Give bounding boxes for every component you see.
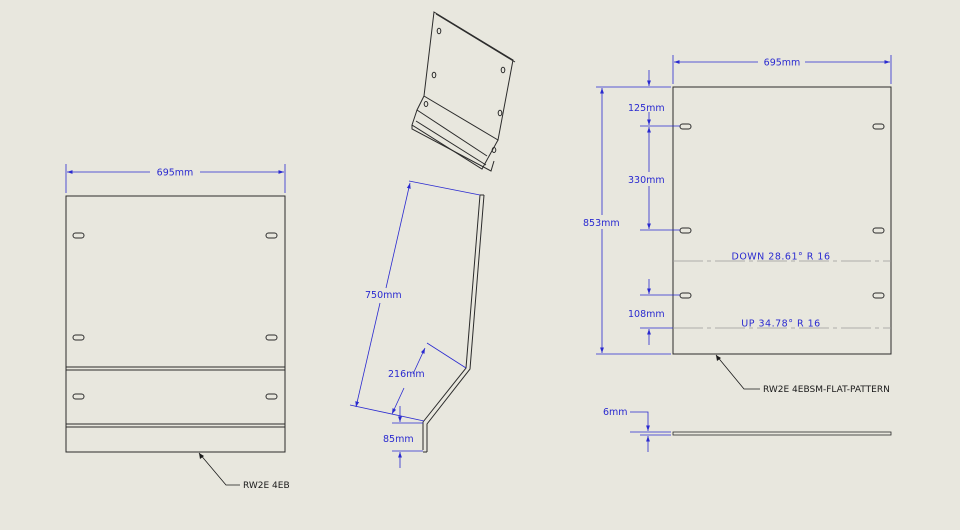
bend-note-down: DOWN 28.61° R 16 — [732, 252, 831, 263]
extension-line — [349, 404, 425, 422]
dimension-line — [630, 411, 650, 431]
slot-hole — [872, 292, 885, 299]
extension-line — [408, 180, 481, 196]
dimension-line — [391, 387, 405, 415]
slot-hole — [72, 232, 85, 239]
bend-note-up: UP 34.78° R 16 — [741, 319, 820, 330]
iso-hole — [491, 147, 497, 153]
iso-lower-panel — [411, 109, 489, 170]
front-view-outline — [65, 195, 286, 453]
iso-hole — [431, 71, 437, 79]
side-profile — [422, 194, 481, 450]
slot-hole — [72, 393, 85, 400]
dimension-line — [355, 302, 381, 408]
side-view: 750mm 216mm 85mm — [349, 180, 485, 468]
flat-pattern-outline — [672, 86, 892, 355]
iso-hole — [497, 109, 503, 117]
flat-height-dimension: 853mm — [583, 218, 620, 229]
slot-hole — [72, 334, 85, 341]
slot-hole — [265, 232, 278, 239]
front-width-dimension: 695mm — [157, 168, 194, 179]
slot-hole — [872, 123, 885, 130]
flat-top-offset: 125mm — [628, 103, 665, 114]
thickness-dimension: 6mm — [603, 407, 628, 418]
thickness-view: 6mm — [603, 407, 892, 452]
flat-pattern-view: DOWN 28.61° R 16 UP 34.78° R 16 695mm 85… — [583, 55, 892, 395]
side-profile — [426, 194, 485, 452]
isometric-view — [411, 11, 516, 172]
iso-edge — [415, 120, 487, 166]
front-view-callout: RW2E 4EB — [243, 481, 290, 491]
iso-hole — [423, 101, 429, 107]
slot-hole — [679, 292, 692, 299]
iso-edge — [435, 13, 516, 63]
dimension-line — [412, 347, 426, 375]
callout-arrow — [199, 453, 204, 459]
side-length-upper: 750mm — [365, 290, 402, 301]
callout-arrow — [716, 355, 721, 361]
side-length-lower: 85mm — [383, 434, 414, 445]
extension-line — [426, 342, 467, 369]
flat-hole-spacing: 330mm — [628, 175, 665, 186]
plate-edge — [672, 431, 892, 436]
slot-hole — [679, 123, 692, 130]
iso-hole — [500, 66, 506, 74]
slot-hole — [679, 227, 692, 234]
iso-hole — [436, 27, 442, 35]
flat-pattern-callout: RW2E 4EBSM-FLAT-PATTERN — [763, 385, 890, 395]
side-length-middle: 216mm — [388, 369, 425, 380]
slot-hole — [265, 393, 278, 400]
flat-width-dimension: 695mm — [764, 58, 801, 69]
iso-lip — [411, 125, 495, 172]
callout-leader — [198, 452, 240, 486]
slot-hole — [872, 227, 885, 234]
front-view: 695mm RW2E 4EB — [65, 164, 290, 491]
callout-leader — [715, 354, 760, 390]
dimension-line — [385, 182, 411, 289]
slot-hole — [265, 334, 278, 341]
flat-bottom-offset: 108mm — [628, 309, 665, 320]
iso-bend-edge — [487, 139, 499, 159]
